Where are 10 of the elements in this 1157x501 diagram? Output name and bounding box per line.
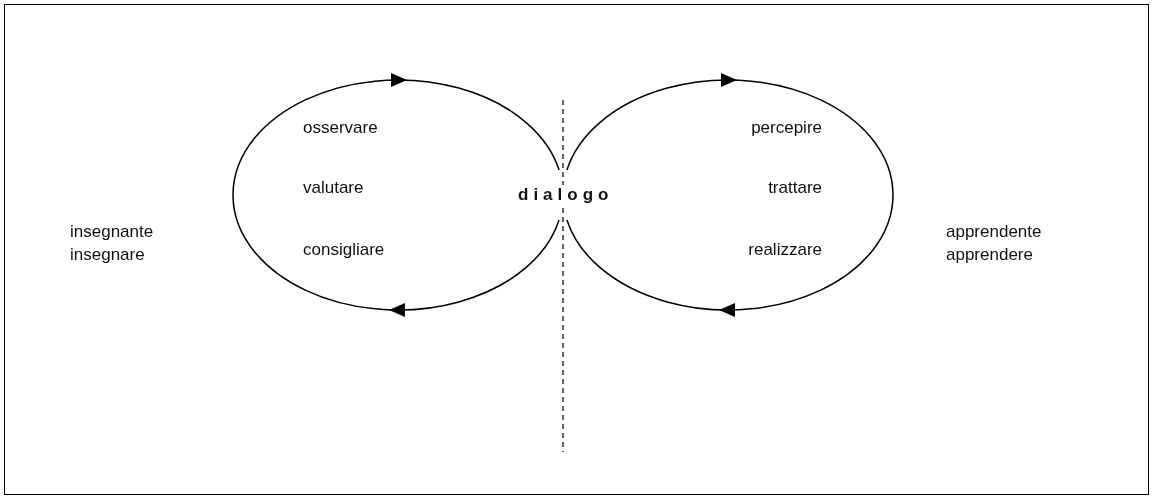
step-text: realizzare — [748, 240, 822, 260]
step-text: consigliare — [303, 240, 385, 260]
role-text: insegnante — [70, 222, 154, 242]
step-text: valutare — [303, 178, 364, 198]
activity-text: apprendere — [946, 245, 1033, 265]
step-text: trattare — [768, 178, 822, 198]
role-text: apprendente — [946, 222, 1042, 242]
step-text: osservare — [303, 118, 378, 138]
step-text: percepire — [751, 118, 822, 138]
activity-text: insegnare — [70, 245, 145, 265]
